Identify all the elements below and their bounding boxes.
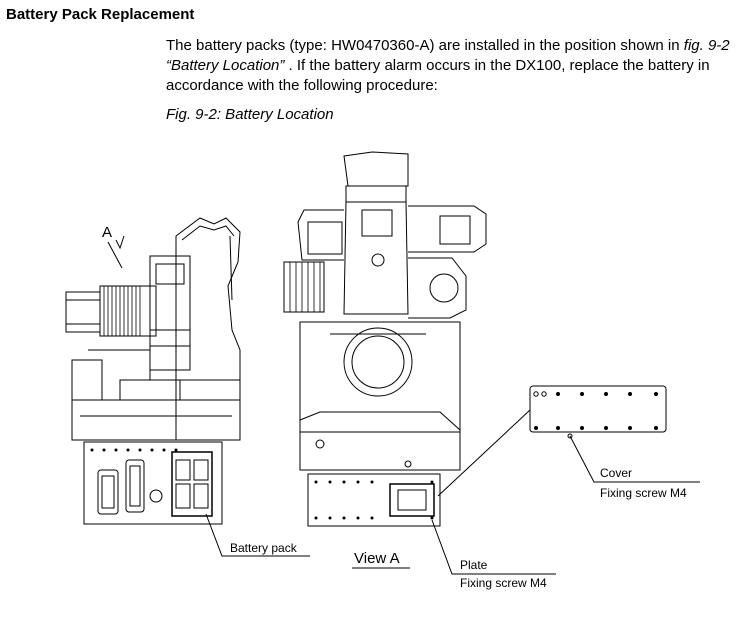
battery-pack-label: Battery pack: [230, 541, 297, 555]
plate-screw-label: Fixing screw M4: [460, 576, 547, 590]
intro-paragraph: The battery packs (type: HW0470360-A) ar…: [166, 36, 736, 96]
plate-label: Plate: [460, 558, 488, 572]
cover-label: Cover: [600, 466, 633, 480]
figure-reference: fig. 9-2: [683, 37, 730, 54]
battery-connector-left: [97, 459, 145, 515]
cover-detail: [529, 385, 700, 483]
section-title: Battery Pack Replacement: [6, 6, 195, 23]
battery-pack-graphic: [171, 451, 213, 517]
plate-panel: [307, 473, 441, 527]
cover-screw-label: Fixing screw M4: [600, 486, 687, 500]
paragraph-part1: The battery packs (type: HW0470360-A) ar…: [166, 37, 684, 54]
robot-front-view: [283, 151, 556, 575]
robot-side-view: [65, 217, 310, 557]
figure-reference-title: “Battery Location”: [166, 57, 285, 74]
arrow-a-label: A: [102, 224, 113, 241]
figure-caption: Fig. 9-2: Battery Location: [166, 106, 334, 123]
paragraph-part3: . If the battery alarm occurs in the DX1…: [166, 57, 710, 94]
view-a-label: View A: [354, 550, 400, 567]
